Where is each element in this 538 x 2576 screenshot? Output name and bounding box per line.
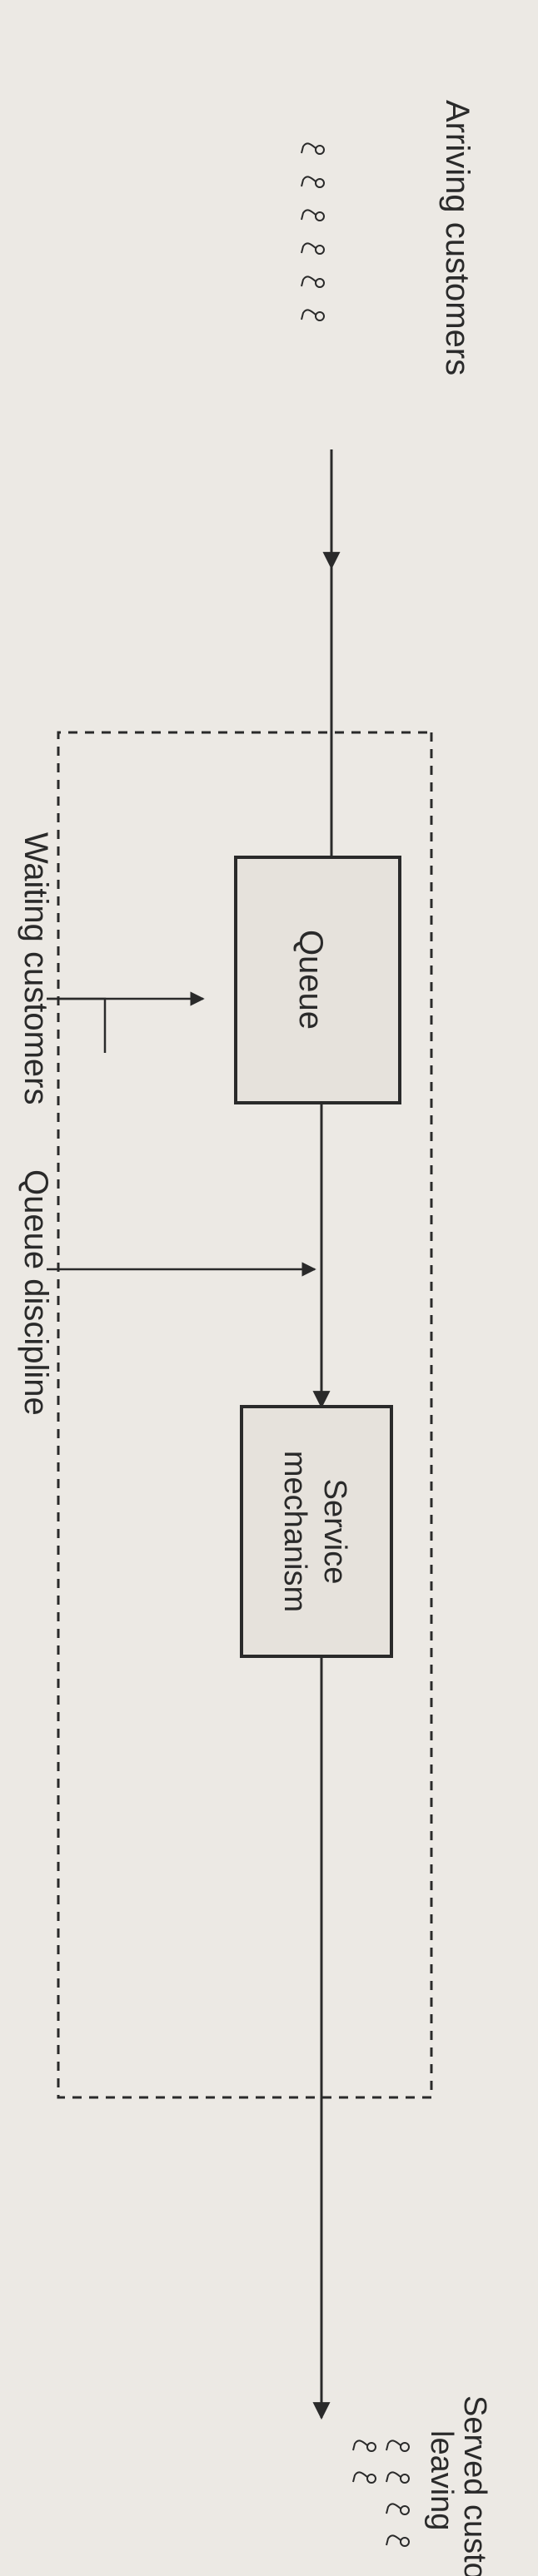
service-mechanism-box <box>240 1405 393 1658</box>
waiting-customers-label: Waiting customers <box>17 832 54 1105</box>
queue-discipline-label: Queue discipline <box>17 1169 54 1416</box>
system-boundary <box>57 731 433 2099</box>
waiting-customers-pointer <box>47 997 107 1053</box>
queue-label: Queue <box>292 930 329 1030</box>
served-customers-icon <box>352 2440 410 2547</box>
service-label-line2: mechanism <box>277 1451 312 1612</box>
arriving-customers-label: Arriving customers <box>439 100 476 375</box>
leaving-label: leaving <box>424 2430 459 2530</box>
queue-box <box>234 856 401 1104</box>
served-customers-label: Served customers <box>457 2395 492 2576</box>
service-label-line1: Service <box>317 1479 352 1585</box>
arriving-customers-icon <box>301 142 325 321</box>
